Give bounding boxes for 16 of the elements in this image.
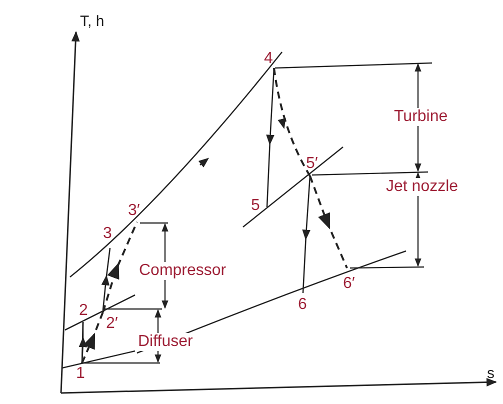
point-label: 4 [264, 51, 273, 67]
axis-label: s [487, 366, 494, 381]
point-label: 3′ [128, 203, 140, 219]
point-label: 3 [103, 226, 112, 242]
point-label: 5 [251, 198, 260, 214]
point-label: 1 [76, 366, 85, 382]
point-label: 5′ [306, 156, 318, 172]
point-label: 6′ [343, 276, 355, 292]
point-label: 2′ [106, 316, 118, 332]
point-label: 6 [298, 297, 307, 313]
component-label: Turbine [392, 108, 450, 126]
point-label: 2 [79, 303, 88, 319]
component-label: Jet nozzle [384, 178, 460, 196]
axis-label: T, h [80, 14, 104, 29]
component-label: Compressor [137, 262, 228, 280]
component-label: Diffuser [136, 333, 195, 351]
